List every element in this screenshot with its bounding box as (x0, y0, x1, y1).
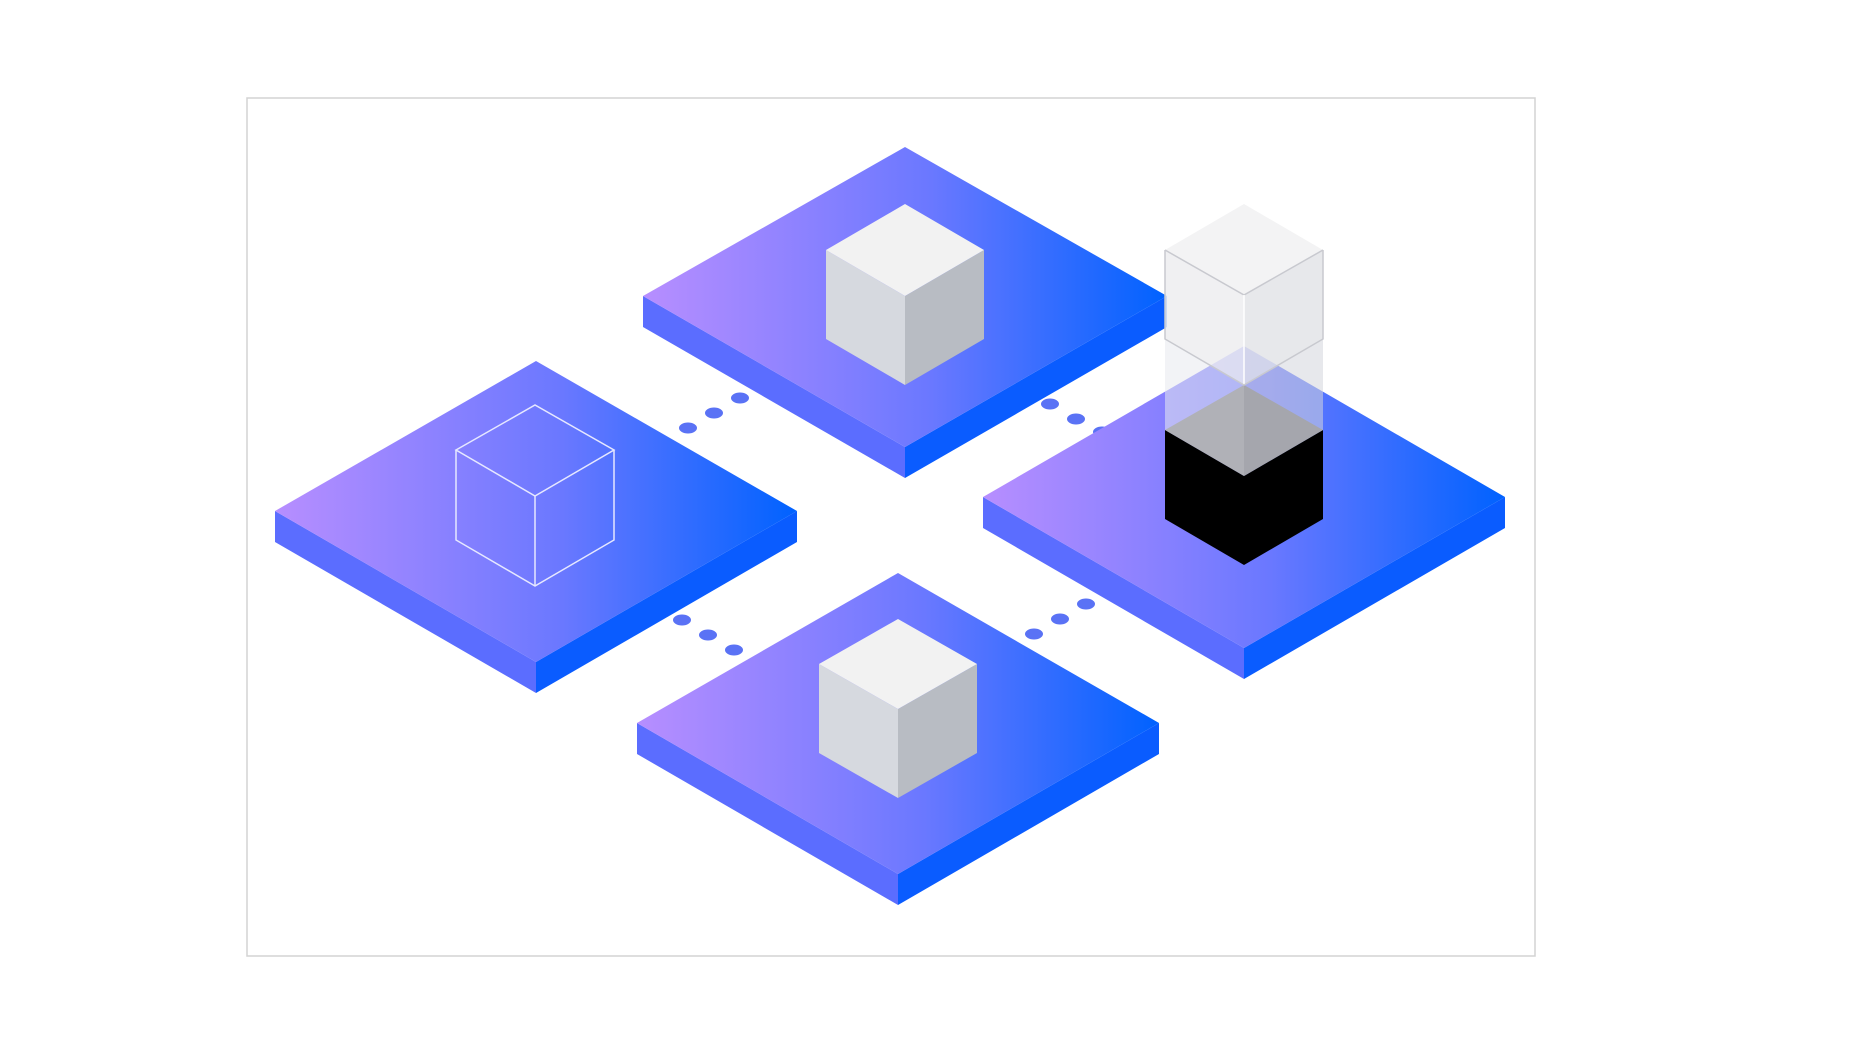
connector-dots-bottom-left (673, 614, 743, 656)
cube-top-platform (826, 204, 984, 385)
platform-left (275, 361, 797, 693)
connector-dots-bottom-right (1025, 598, 1095, 640)
wireframe-cube-left-platform (454, 404, 616, 587)
connector-dots-top-left (679, 392, 749, 434)
transparent-cube-stack-right-platform (1164, 204, 1324, 476)
cube-bottom-platform (819, 619, 977, 798)
illustration-frame (246, 97, 1536, 957)
